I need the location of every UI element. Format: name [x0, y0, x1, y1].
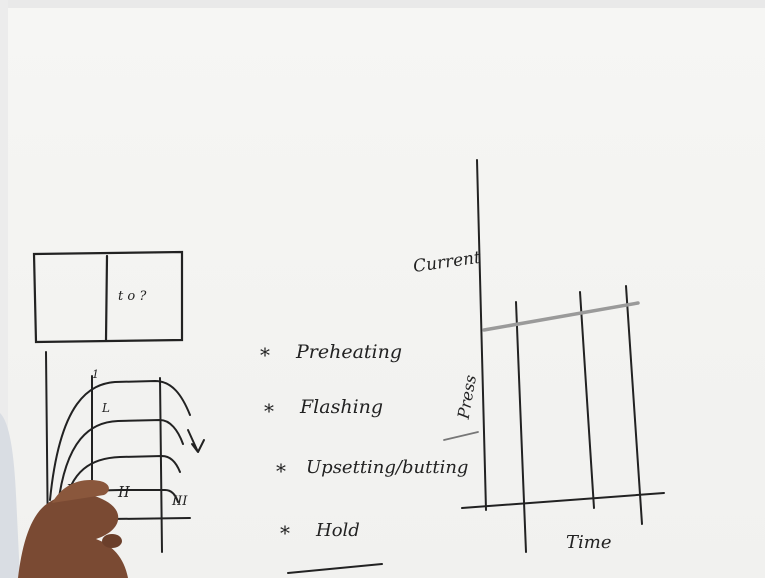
x-label-time: Time	[566, 532, 611, 553]
y-axis	[476, 159, 487, 511]
x-axis	[461, 492, 665, 509]
stage-label-2: II	[117, 483, 131, 501]
bullet-marker-3: *	[276, 459, 286, 483]
y-label-current: Current	[412, 248, 482, 277]
bullet-marker-2: *	[264, 399, 274, 423]
y-label-pressure: Press	[454, 373, 481, 421]
board-left-edge	[0, 0, 8, 578]
stage-label-3: III	[171, 494, 188, 509]
process-timing-diagram	[443, 159, 665, 553]
bullet-list: * Preheating * Flashing * Upsetting/butt…	[260, 341, 468, 574]
underline-stroke	[287, 563, 383, 574]
box-annotation: t o ?	[118, 289, 147, 304]
curve-mark-2: L	[101, 401, 110, 415]
bullet-text-1: Preheating	[295, 341, 402, 363]
bullet-text-4: Hold	[315, 520, 360, 541]
workpiece-sketch	[32, 250, 184, 344]
current-level-line	[482, 301, 640, 332]
board-top-edge	[0, 0, 765, 8]
presenter-hand	[0, 413, 128, 578]
curve-mark-1: 1	[92, 368, 99, 381]
bullet-marker-1: *	[260, 343, 270, 367]
bullet-text-2: Flashing	[299, 396, 383, 418]
bullet-text-3: Upsetting/butting	[306, 457, 468, 478]
bullet-marker-4: *	[280, 521, 290, 545]
